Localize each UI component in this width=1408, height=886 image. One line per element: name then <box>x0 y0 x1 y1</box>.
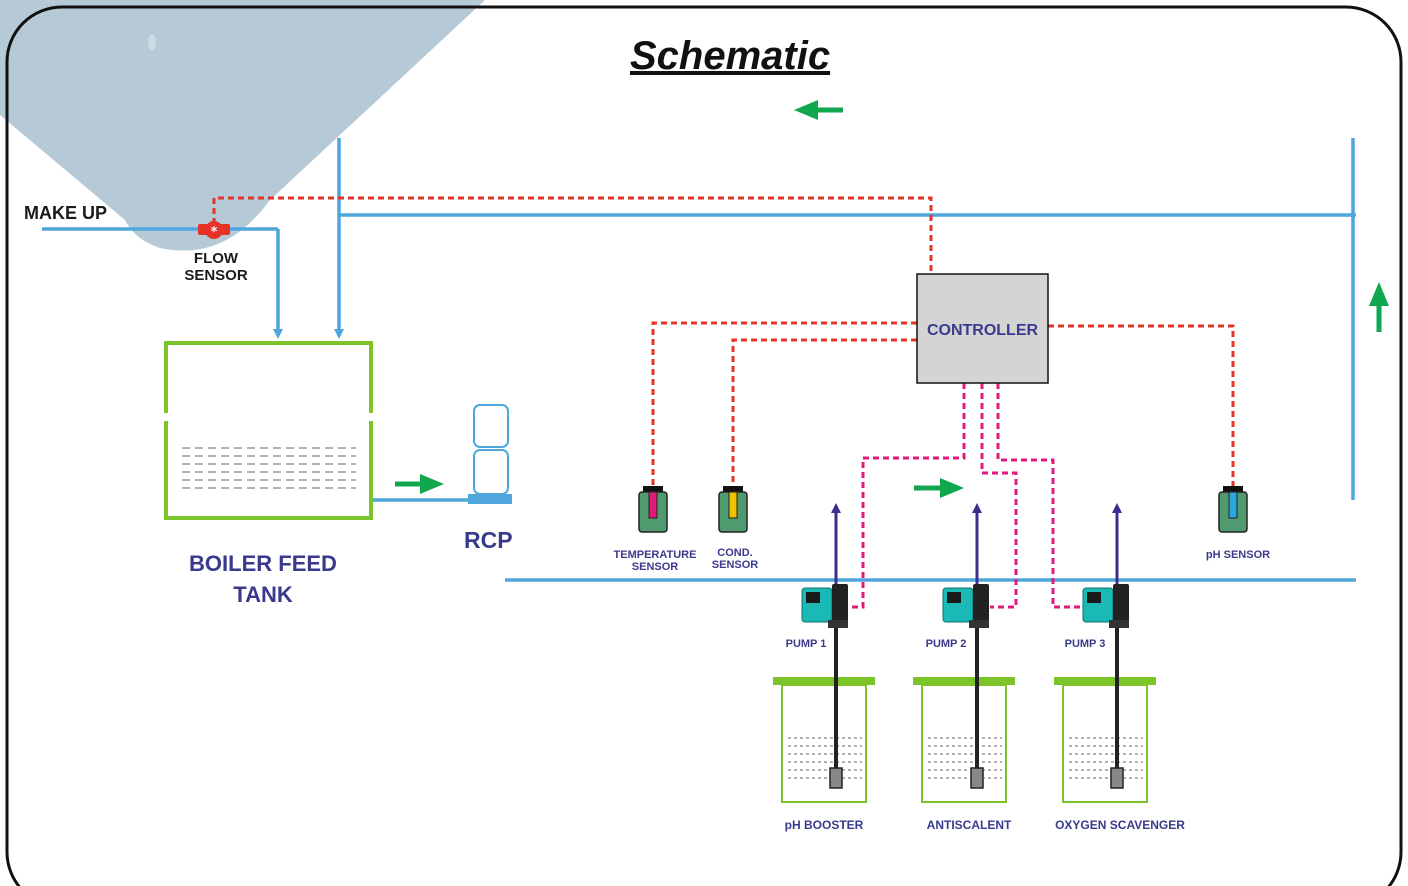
pipe-network <box>42 138 1356 582</box>
chemical-tank-3 <box>1054 677 1156 803</box>
chemical-tank-2 <box>913 677 1015 803</box>
suction-lances <box>829 620 1124 789</box>
sensor-probe-icon <box>718 486 748 533</box>
pump1-label: PUMP 1 <box>785 638 827 650</box>
dosing-pump-icon <box>801 584 848 628</box>
controller-label: CONTROLLER <box>926 322 1039 339</box>
signal-flow-sensor <box>212 196 933 274</box>
temperature-sensor-label-line2: SENSOR <box>631 561 679 574</box>
tank2-label: ANTISCALENT <box>926 818 1012 832</box>
pump-signal-lines <box>846 383 1083 609</box>
cond-sensor-label-line1: COND. <box>717 547 753 559</box>
flow-sensor-label-line1: FLOW <box>193 250 239 267</box>
rcp-pump-icon <box>468 404 512 504</box>
rcp-label: RCP <box>464 527 513 553</box>
controller-signal-lines <box>212 196 1235 488</box>
signal-pump2 <box>980 383 1018 609</box>
flow-sensor-label-line2: SENSOR <box>184 266 248 284</box>
signal-conductivity <box>731 338 917 488</box>
signal-pump3 <box>996 383 1083 609</box>
flow-sensor-label: FLOW SENSOR <box>176 250 256 284</box>
boiler-feed-tank-label-line2: TANK <box>233 581 293 607</box>
pump2-label: PUMP 2 <box>925 638 967 650</box>
tank1-label: pH BOOSTER <box>784 818 864 832</box>
sensor-probe-icon <box>638 486 668 533</box>
boiler-feed-tank-label-line1: BOILER FEED <box>189 551 337 576</box>
chemical-tank-1 <box>773 677 875 803</box>
flow-sensor-valve-icon: * <box>198 221 230 240</box>
pump3-label: PUMP 3 <box>1064 638 1106 650</box>
flow-arrows <box>395 100 1389 498</box>
cond-sensor-label-line2: SENSOR <box>711 559 759 572</box>
backdrop-shape <box>0 0 485 251</box>
boiler-feed-tank <box>164 341 373 520</box>
signal-ph <box>1048 324 1235 488</box>
controller-box <box>916 273 1049 384</box>
cond-sensor-label: COND. SENSOR <box>700 547 770 571</box>
boiler-feed-tank-label: BOILER FEED TANK <box>163 549 363 611</box>
svg-text:*: * <box>211 225 218 240</box>
dosing-lines <box>831 503 1122 590</box>
temperature-sensor-label: TEMPERATURE SENSOR <box>605 549 705 573</box>
ph-sensor-label: pH SENSOR <box>1205 549 1271 561</box>
sensor-probe-icon <box>1218 486 1248 533</box>
make-up-label: MAKE UP <box>24 203 108 223</box>
temperature-sensor-label-line1: TEMPERATURE <box>613 549 697 561</box>
signal-pump1 <box>846 383 966 609</box>
dosing-pump-icon <box>1082 584 1129 628</box>
tank3-label: OXYGEN SCAVENGER <box>1055 818 1185 832</box>
pipe-junction <box>1350 212 1356 218</box>
outer-frame <box>5 5 1403 886</box>
backdrop-spot <box>148 34 156 50</box>
page-title: Schematic <box>630 34 831 78</box>
signal-temperature <box>651 321 917 488</box>
dosing-pump-icon <box>942 584 989 628</box>
